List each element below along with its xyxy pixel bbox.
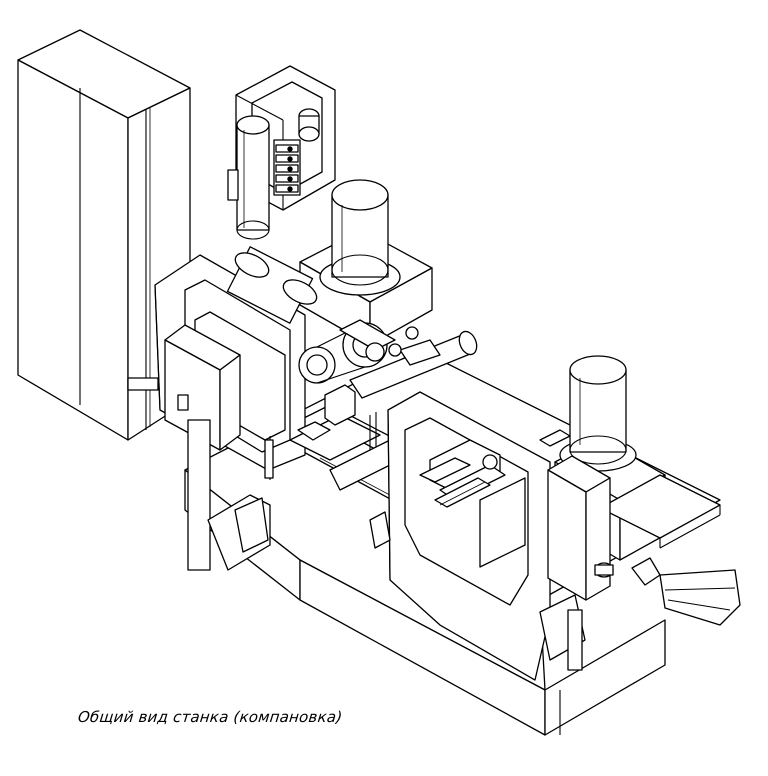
right-platform: [600, 475, 720, 548]
right-front-box: [540, 456, 613, 670]
left-clamping-fixture: [290, 385, 400, 490]
right-clamping-fixture: [420, 458, 490, 507]
workpiece-shaft: [350, 327, 480, 398]
terminal-block: [276, 145, 298, 192]
figure-caption: Общий вид станка (компановка): [77, 708, 344, 726]
chip-conveyor: [632, 558, 740, 625]
upper-spindle-motor: [300, 180, 432, 345]
front-guard: [235, 498, 390, 552]
hydraulic-cylinder: [228, 116, 269, 239]
